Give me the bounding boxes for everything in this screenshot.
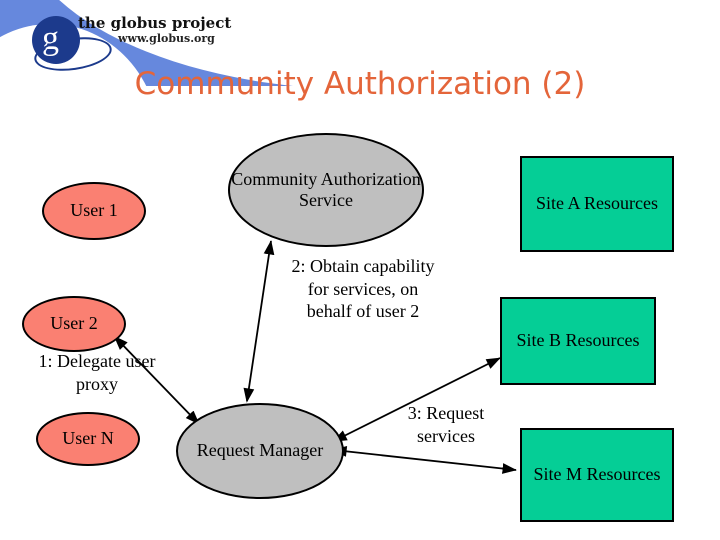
node-user-2[interactable]: User 2 xyxy=(22,296,126,352)
edge-label-step-3: 3: Request services xyxy=(407,403,485,446)
globus-logo: g the globus project www.globus.org xyxy=(18,12,248,76)
edge-request-manager-to-site-m xyxy=(332,446,517,474)
node-site-m-resources[interactable]: Site M Resources xyxy=(520,428,674,522)
node-request-manager[interactable]: Request Manager xyxy=(176,403,344,499)
node-community-authorization-service[interactable]: Community Authorization Service xyxy=(228,133,424,247)
globus-logo-title: the globus project xyxy=(78,14,232,32)
edge-label-step-1: 1: Delegate user proxy xyxy=(38,351,156,394)
globus-logo-url: www.globus.org xyxy=(118,32,215,45)
node-user-n[interactable]: User N xyxy=(36,412,140,466)
globus-logo-circle-icon xyxy=(32,16,80,64)
slide-title: Community Authorization (2) xyxy=(134,66,586,102)
globus-logo-letter: g xyxy=(42,20,59,57)
node-site-b-resources[interactable]: Site B Resources xyxy=(500,297,656,385)
node-site-a-resources[interactable]: Site A Resources xyxy=(520,156,674,252)
edge-label-step-2: 2: Obtain capability for services, on be… xyxy=(291,256,435,321)
node-user-1[interactable]: User 1 xyxy=(42,182,146,240)
